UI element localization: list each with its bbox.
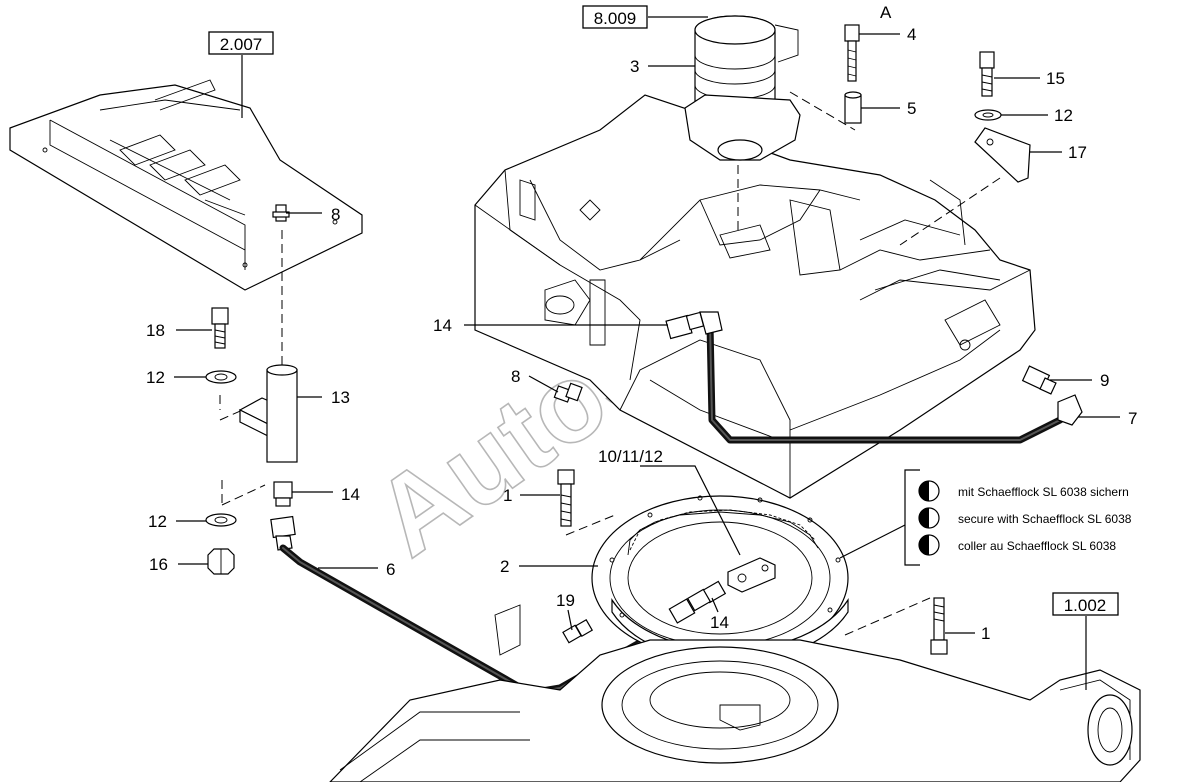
view-label-a: A xyxy=(880,3,892,22)
axis-line-bolt1-lower xyxy=(844,597,931,636)
ref-1002-label: 1.002 xyxy=(1064,596,1107,615)
washer-12-c xyxy=(974,109,1002,121)
axis-line-lower xyxy=(221,480,266,506)
callout-17: 17 xyxy=(1068,143,1087,162)
spacer-5 xyxy=(844,91,862,124)
fitting-9 xyxy=(1021,365,1057,395)
fitting-14-left xyxy=(273,481,293,507)
elbow-fitting-7 xyxy=(1057,394,1083,426)
half-circle-fill xyxy=(919,535,929,555)
bolt-18 xyxy=(211,307,229,349)
callout-9: 9 xyxy=(1100,371,1109,390)
note-line-en: secure with Schaefflock SL 6038 xyxy=(958,512,1132,526)
axis-line-bolt4 xyxy=(789,91,856,131)
ref-8009-label: 8.009 xyxy=(594,9,637,28)
callout-14-upper: 14 xyxy=(433,316,452,335)
callout-12-c: 12 xyxy=(1054,106,1073,125)
ref-box-2007[interactable]: 2.007 xyxy=(208,31,274,55)
callout-3: 3 xyxy=(630,57,639,76)
bolt-4 xyxy=(844,24,860,82)
swing-motor-3 xyxy=(684,15,801,161)
callout-14-left: 14 xyxy=(341,485,360,504)
half-circle-fill xyxy=(919,508,929,528)
ring-gear-teeth xyxy=(627,511,819,556)
fitting-14-lower xyxy=(668,580,727,624)
bolt-15 xyxy=(979,51,995,97)
grease-nipple-8-plate xyxy=(272,204,290,222)
callout-1-upper: 1 xyxy=(503,486,512,505)
callout-13: 13 xyxy=(331,388,350,407)
bracket-17 xyxy=(974,127,1031,183)
washer-12-b xyxy=(205,513,237,527)
leader-14-lower xyxy=(711,597,719,613)
bolt-1-upper xyxy=(557,469,575,527)
half-circle-fill xyxy=(919,481,929,501)
callout-12-b: 12 xyxy=(148,512,167,531)
leader-10-11-12 xyxy=(640,465,741,556)
thread-lock-note: mit Schaefflock SL 6038 sichern secure w… xyxy=(839,469,1132,566)
axis-line-washer xyxy=(219,395,266,421)
callout-8-frame: 8 xyxy=(511,367,520,386)
grease-nipple-19 xyxy=(562,618,594,644)
callout-5: 5 xyxy=(907,99,916,118)
fitting-14-upper xyxy=(665,311,723,340)
callout-12-a: 12 xyxy=(146,368,165,387)
callout-7: 7 xyxy=(1128,409,1137,428)
sleeve-13 xyxy=(238,364,298,463)
note-line-fr: coller au Schaefflock SL 6038 xyxy=(958,539,1116,553)
washer-12-a xyxy=(205,370,237,384)
ref-box-1002[interactable]: 1.002 xyxy=(1052,592,1119,616)
nut-16 xyxy=(207,548,235,575)
callout-19: 19 xyxy=(556,591,575,610)
callout-18: 18 xyxy=(146,321,165,340)
callout-10-11-12: 10/11/12 xyxy=(598,447,663,466)
upper-frame xyxy=(474,94,1036,499)
callout-4: 4 xyxy=(907,25,916,44)
callout-14-lower: 14 xyxy=(710,613,729,632)
callout-15: 15 xyxy=(1046,69,1065,88)
grease-nipple-8-frame xyxy=(553,382,583,403)
slewing-ring-2 xyxy=(591,495,849,663)
cover-plate xyxy=(9,79,363,291)
ref-box-8009[interactable]: 8.009 xyxy=(582,5,648,29)
axis-line-bracket xyxy=(899,177,1001,246)
callout-16: 16 xyxy=(149,555,168,574)
callout-1-lower: 1 xyxy=(981,624,990,643)
ref-2007-label: 2.007 xyxy=(220,35,263,54)
axis-line-bolt1-upper xyxy=(565,514,616,536)
note-line-de: mit Schaefflock SL 6038 sichern xyxy=(958,485,1129,499)
bolt-1-lower xyxy=(930,597,948,655)
leader-8-frame xyxy=(528,375,559,393)
callout-2: 2 xyxy=(500,557,509,576)
undercarriage xyxy=(329,604,1141,782)
callout-6: 6 xyxy=(386,560,395,579)
callout-8-plate: 8 xyxy=(331,205,340,224)
ring-clamp xyxy=(727,557,776,593)
leader-19 xyxy=(567,609,573,631)
